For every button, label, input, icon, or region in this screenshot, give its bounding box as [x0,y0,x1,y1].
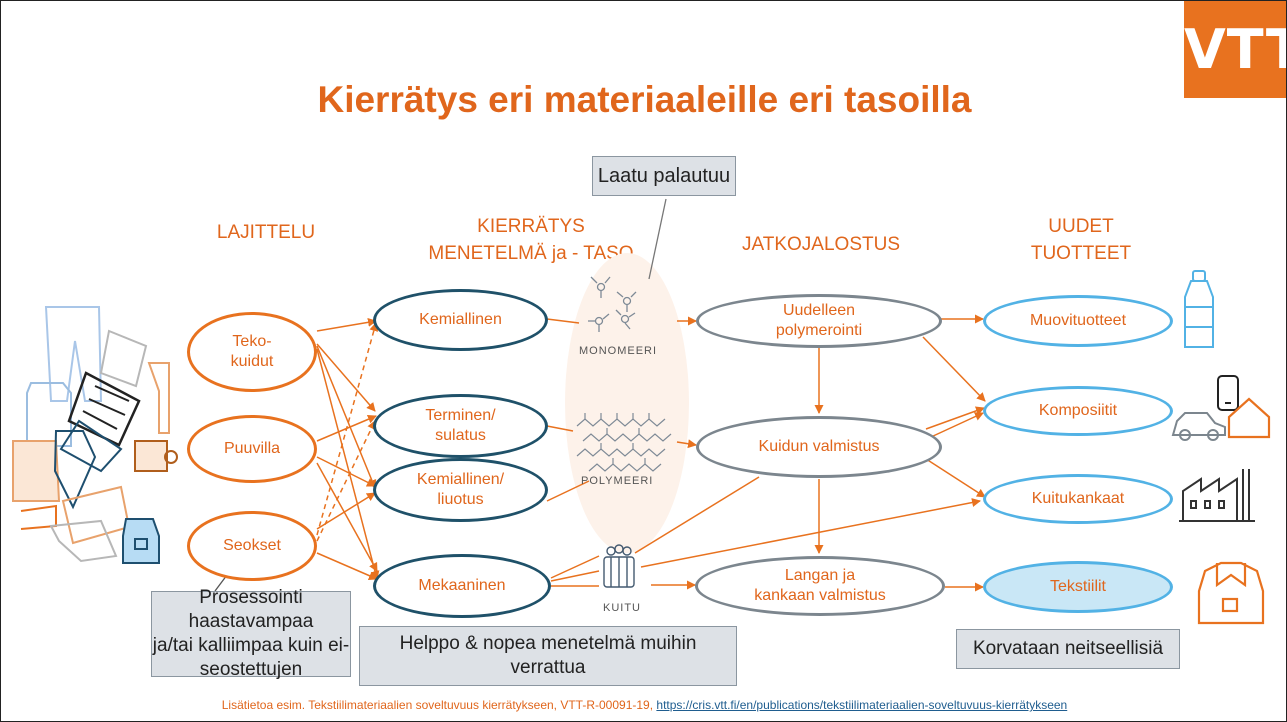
node-chemical-dissolution: Kemiallinen/ liuotus [373,458,548,522]
clothes-pile-icon [12,306,178,564]
page-title: Kierrätys eri materiaaleille eri tasoill… [317,79,972,120]
node-cotton: Puuvilla [187,415,317,483]
node-nonwovens: Kuitukankaat [983,474,1173,524]
footer-text: Lisätietoa esim. Tekstiilimateriaalien s… [221,698,657,712]
fiber-label: KUITU [603,602,641,614]
node-plastic-products: Muovituotteet [983,295,1173,347]
quality-pointer [648,198,667,280]
column-header-processing: JATKOJALOSTUS [741,234,900,255]
fiber-spool-icon [603,544,635,588]
column-header-products: UUDET TUOTTEET [1001,213,1161,267]
factory-icon [1179,469,1255,522]
footer-reference: Lisätietoa esim. Tekstiilimateriaalien s… [1,698,1286,712]
footer-link[interactable]: https://cris.vtt.fi/en/publications/teks… [656,698,1068,712]
bottle-icon [1184,270,1214,348]
node-fiber-production: Kuidun valmistus [696,416,942,478]
node-thermal: Terminen/ sulatus [373,394,548,458]
node-mechanical: Mekaaninen [373,554,551,618]
column-header-products-line2: TUOTTEET [1030,243,1132,264]
car-icon [1171,412,1226,441]
column-header-sorting: LAJITTELU [216,222,316,243]
node-blends: Seokset [187,511,317,581]
node-composites: Komposiitit [983,386,1173,436]
molecule-background [565,253,689,553]
phone-icon [1217,375,1239,411]
callout-blends-note: Prosessointi haastavampaa ja/tai kalliim… [151,587,351,680]
callout-mechanical-note: Helppo & nopea menetelmä muihin verrattu… [359,626,737,686]
vtt-logo: VTT [1184,1,1286,98]
arrows-sorting-to-method [316,317,380,580]
node-yarn-fabric-production: Langan ja kankaan valmistus [695,556,945,616]
arrows-method-to-processing [546,316,981,590]
node-synthetic-fibers: Teko- kuidut [187,312,317,392]
callout-quality-restored: Laatu palautuu [592,156,736,196]
node-repolymerization: Uudelleen polymerointi [696,294,942,348]
column-header-method-line1: KIERRÄTYS [477,216,585,237]
polymer-chain-icon [576,413,672,472]
arrows-processing-to-products [814,314,986,592]
polymer-label: POLYMEERI [581,475,654,487]
column-header-products-line1: UUDET [1048,216,1114,237]
node-chemical: Kemiallinen [373,289,548,351]
textile-garment-icon [1197,561,1265,625]
molecule-icon [588,276,637,332]
house-icon [1227,397,1271,439]
column-header-method-line2: MENETELMÄ ja - TASO [428,243,634,264]
node-textiles: Tekstiilit [983,561,1173,613]
monomer-label: MONOMEERI [579,345,658,357]
column-header-method: KIERRÄTYS MENETELMÄ ja - TASO [401,213,661,267]
callout-replaces-virgin: Korvataan neitseellisiä [956,629,1180,669]
